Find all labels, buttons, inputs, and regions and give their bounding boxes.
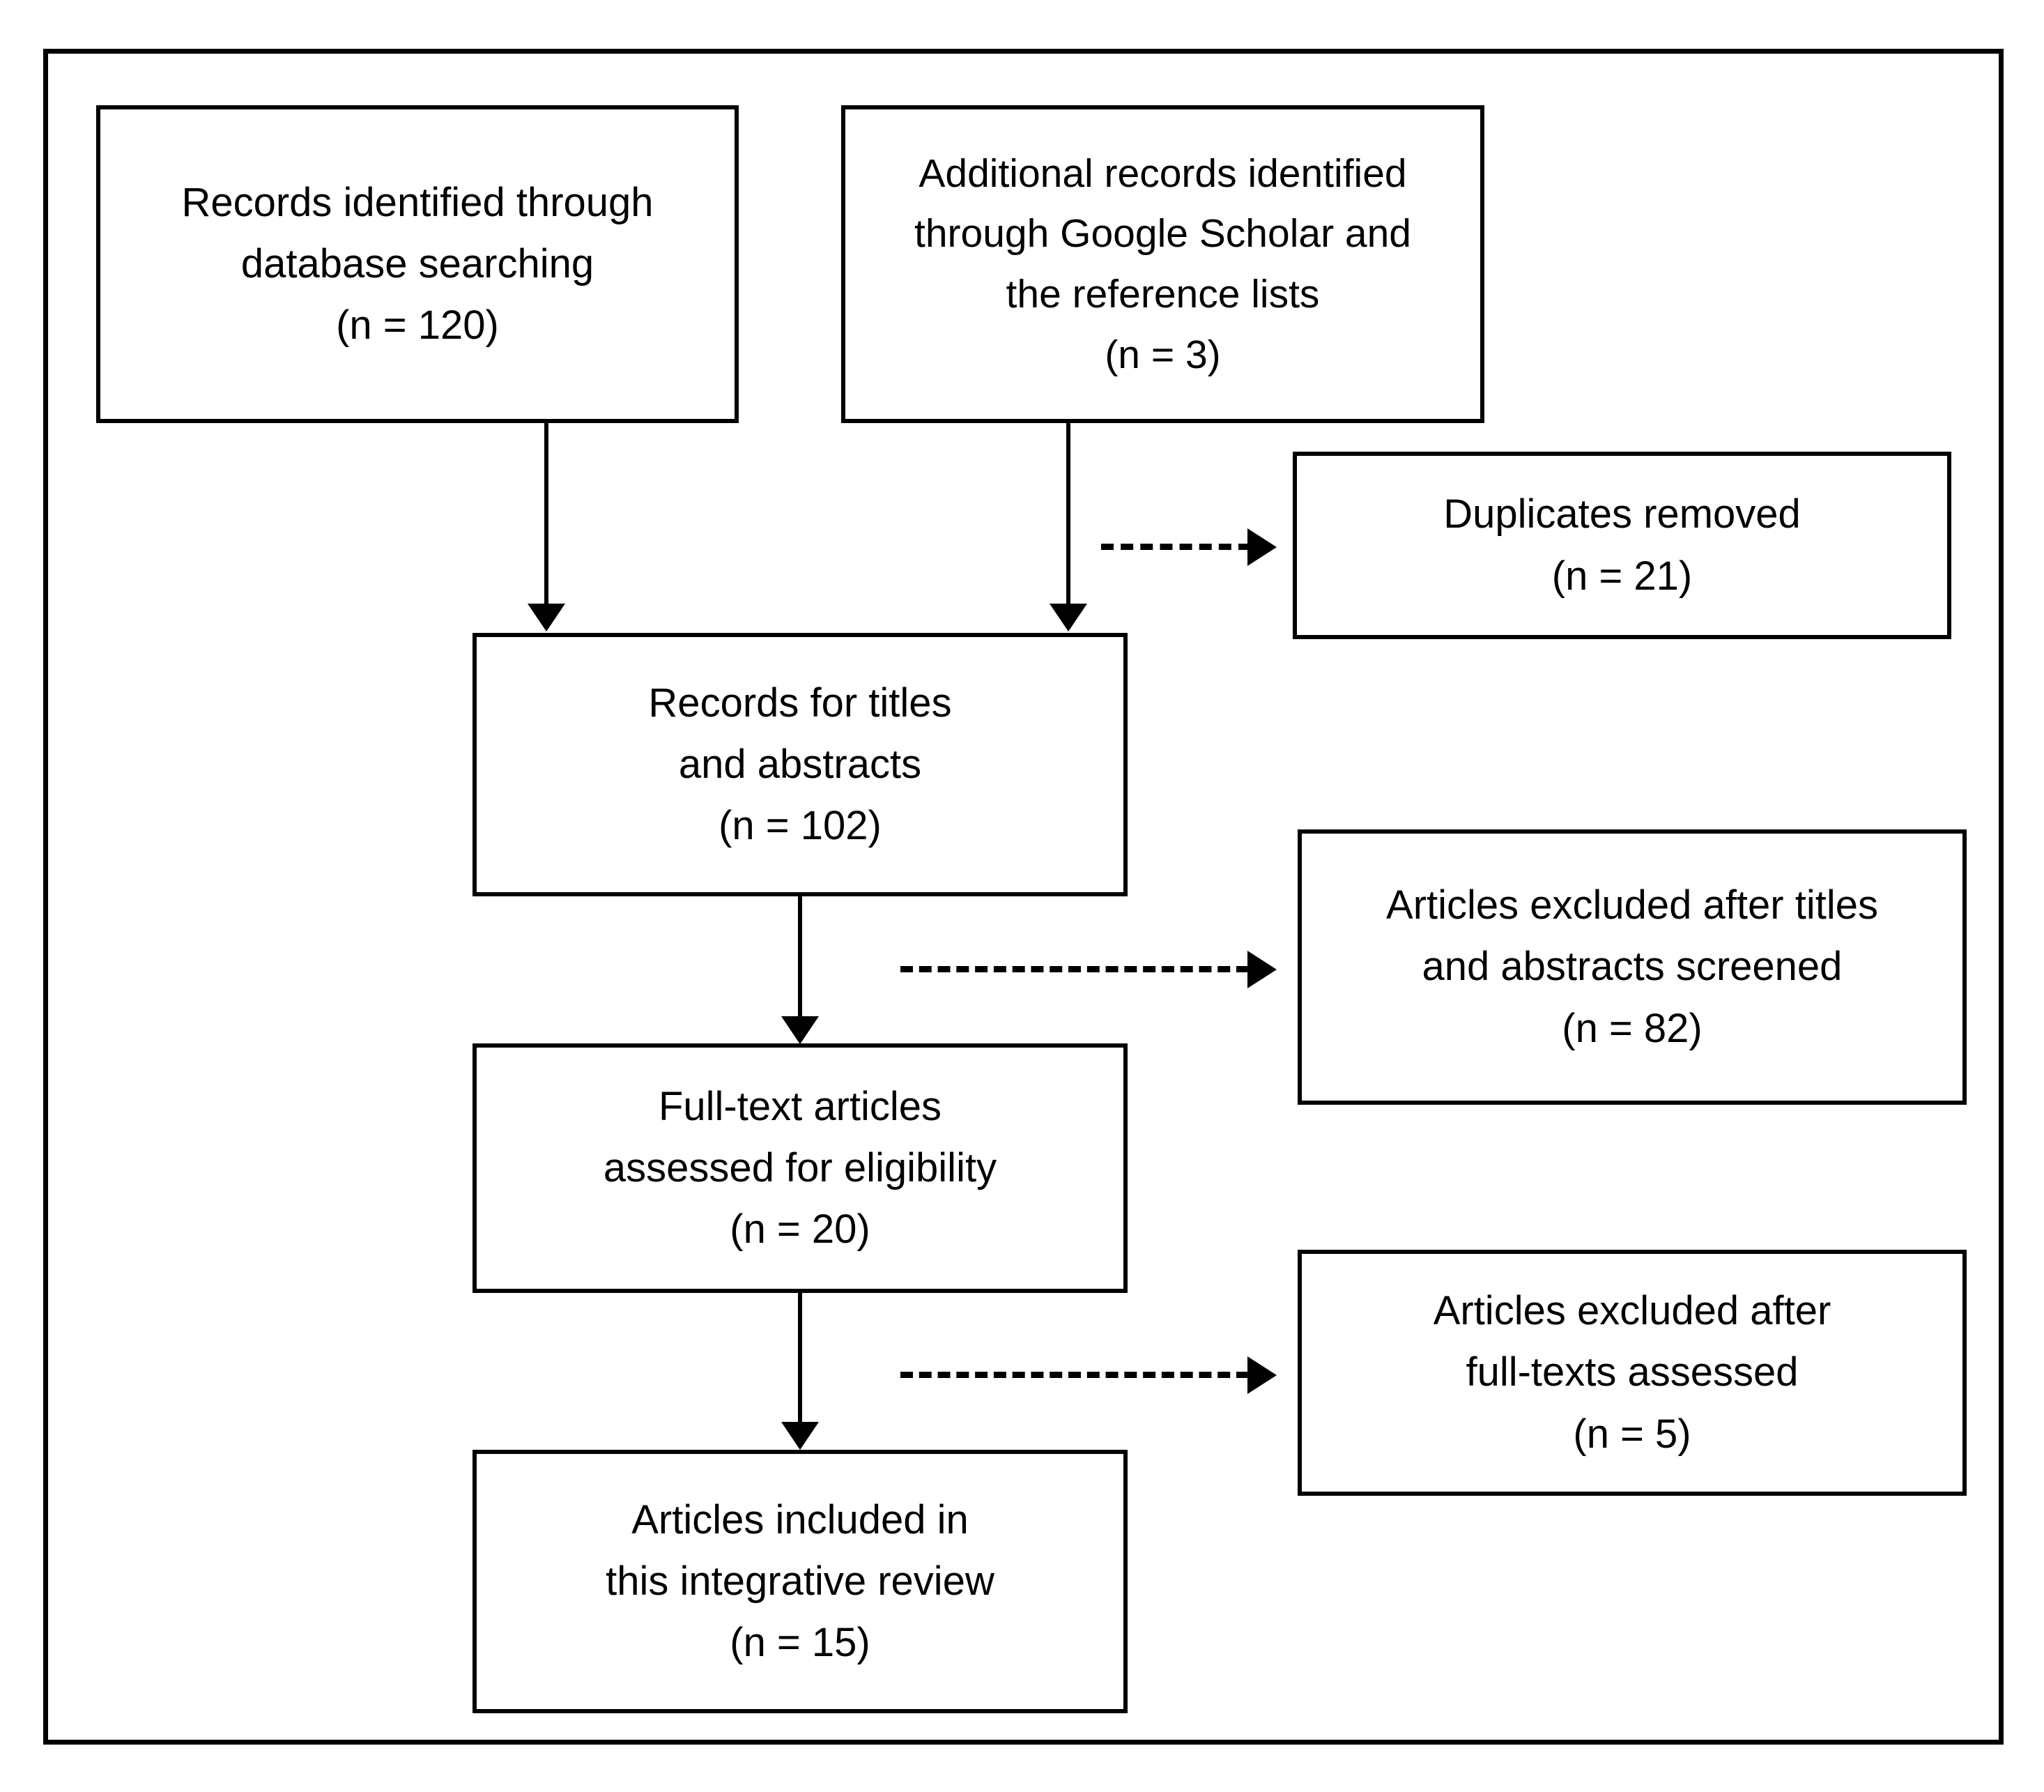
edge-additional-to-duplicates-arrowhead (1247, 528, 1277, 566)
node-line: and abstracts screened (1422, 944, 1843, 990)
node-count: (n = 120) (336, 303, 499, 349)
node-articles-excluded-full-text: Articles excluded after full-texts asses… (1298, 1250, 1967, 1496)
edge-db-to-screening-line (544, 423, 548, 606)
edge-additional-to-duplicates-line (1101, 544, 1251, 550)
node-line: the reference lists (1006, 272, 1320, 316)
edge-fulltext-to-included-line (798, 1293, 802, 1425)
node-line: Additional records identified (919, 151, 1407, 196)
node-line: assessed for eligibility (603, 1144, 997, 1190)
node-records-titles-abstracts: Records for titles and abstracts (n = 10… (472, 633, 1128, 896)
node-count: (n = 102) (719, 803, 882, 849)
edge-screening-to-excluded-arrowhead (1247, 951, 1277, 988)
edge-screening-to-fulltext-arrowhead (781, 1016, 819, 1044)
node-duplicates-removed: Duplicates removed (n = 21) (1293, 452, 1951, 639)
node-articles-excluded-titles-abstracts: Articles excluded after titles and abstr… (1298, 829, 1967, 1105)
edge-db-to-screening-arrowhead (528, 604, 565, 631)
edge-screening-to-excluded-line (900, 966, 1249, 972)
node-line: and abstracts (678, 741, 922, 787)
node-line: Articles excluded after (1433, 1288, 1831, 1334)
node-line: full-texts assessed (1466, 1349, 1799, 1395)
node-line: Records identified through (181, 179, 654, 225)
edge-screening-to-fulltext-line (798, 896, 802, 1019)
node-line: database searching (240, 240, 594, 286)
node-line: this integrative review (606, 1558, 994, 1604)
node-line: Records for titles (648, 680, 952, 726)
node-additional-records-identified: Additional records identified through Go… (841, 105, 1484, 423)
node-line: through Google Scholar and (914, 211, 1411, 256)
node-articles-included: Articles included in this integrative re… (472, 1450, 1128, 1713)
node-line: Duplicates removed (1443, 491, 1801, 537)
edge-fulltext-to-excluded-arrowhead (1247, 1356, 1277, 1394)
node-line: Articles included in (631, 1496, 969, 1542)
node-count: (n = 3) (1105, 332, 1221, 377)
node-count: (n = 21) (1551, 553, 1693, 599)
node-count: (n = 20) (730, 1207, 870, 1253)
node-full-text-assessed: Full-text articles assessed for eligibil… (472, 1043, 1128, 1293)
node-count: (n = 5) (1573, 1411, 1691, 1457)
node-line: Full-text articles (658, 1083, 942, 1129)
node-records-identified-database: Records identified through database sear… (96, 105, 739, 423)
edge-additional-to-screening-arrowhead (1050, 604, 1087, 631)
node-count: (n = 15) (730, 1620, 870, 1666)
edge-additional-to-screening-line (1066, 423, 1070, 606)
node-line: Articles excluded after titles (1386, 882, 1878, 928)
node-count: (n = 82) (1562, 1005, 1703, 1051)
edge-fulltext-to-excluded-line (900, 1372, 1249, 1378)
edge-fulltext-to-included-arrowhead (781, 1422, 819, 1450)
